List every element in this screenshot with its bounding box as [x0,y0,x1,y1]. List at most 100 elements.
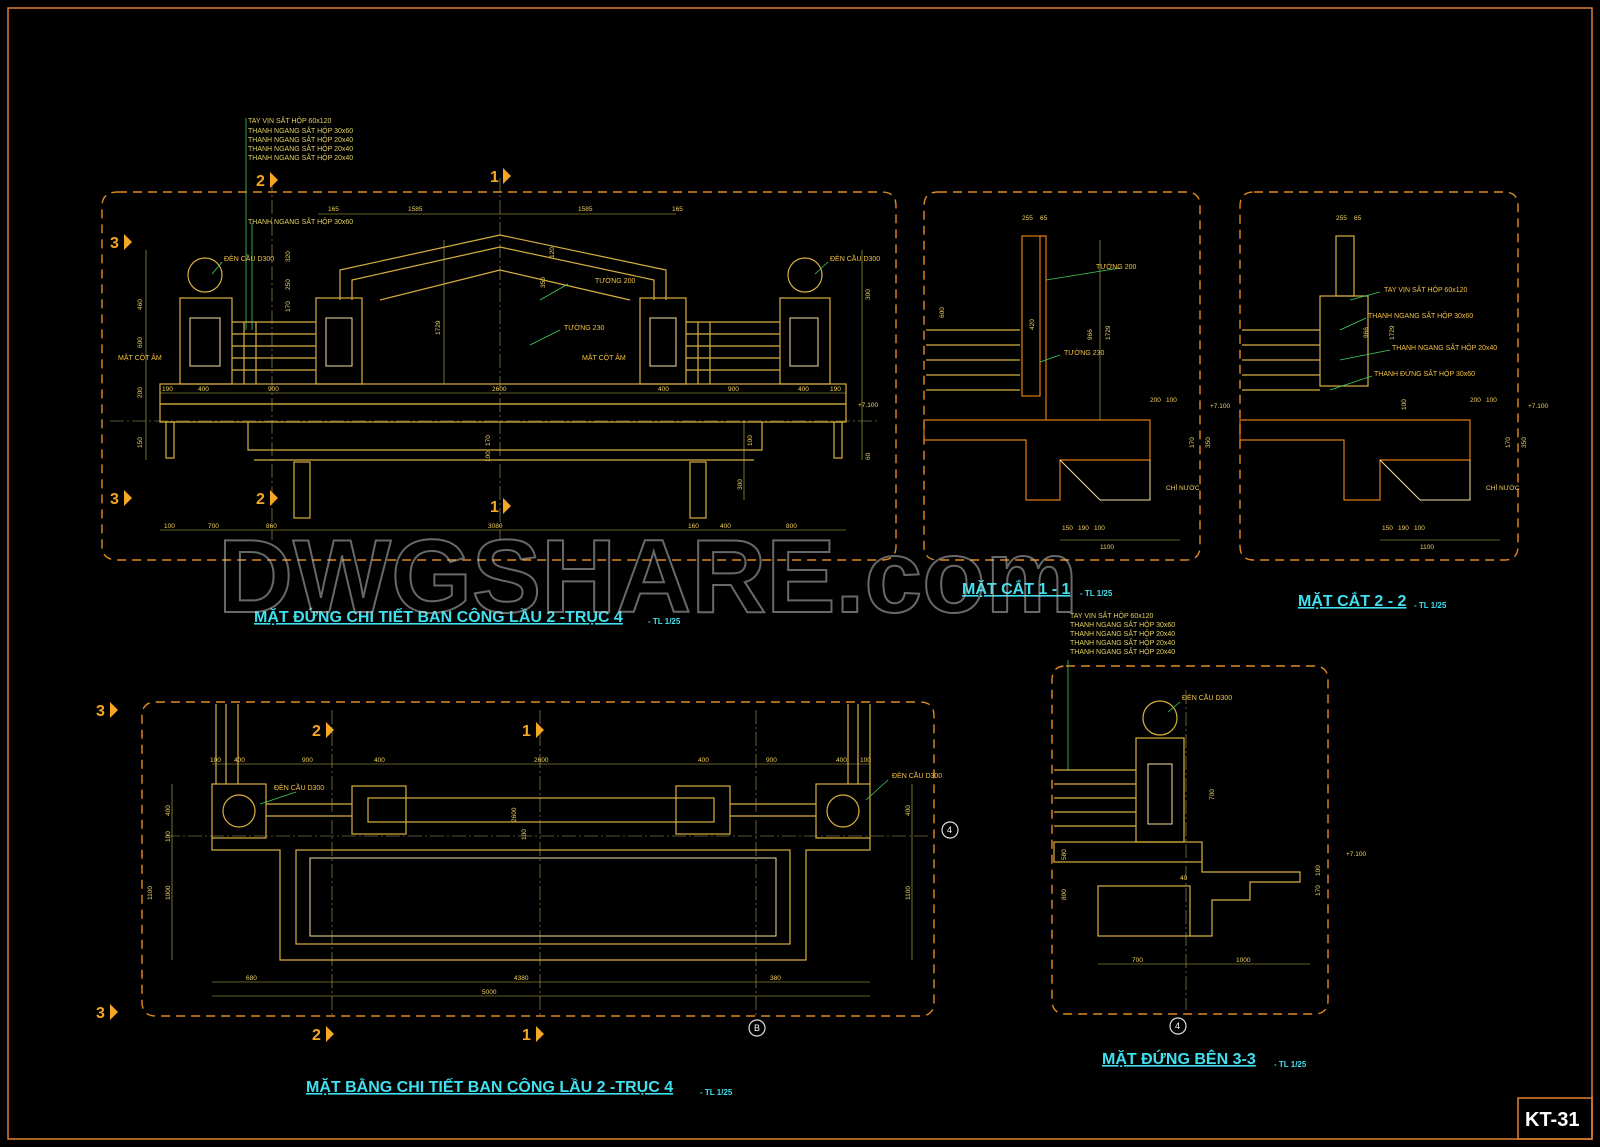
leader-line [1045,267,1121,281]
lamp-sphere [1142,700,1178,736]
view-title: MẶT CẮT 2 - 2 [1298,591,1407,610]
axis-marker: 1 [522,1026,544,1044]
leader-line [865,779,889,801]
post-plan [675,785,731,835]
dim-text: 100 [165,831,172,842]
leader-line [1349,291,1381,301]
dim-text: 900 [302,757,313,764]
dim-text: 40 [1180,875,1188,882]
axis-label: 3 [110,235,119,252]
leader-line [211,261,223,275]
dim-text: 600 [939,307,946,318]
section-1-1-view: TƯỜNG 200 TƯỜNG 230 +7.100 CHỈ NƯỚC 255 … [923,191,1230,598]
dim-text: 580 [1061,849,1068,860]
dim-text: 100 [1315,865,1322,876]
view-title: MẶT CẮT 1 - 1 [962,579,1071,598]
dim-text: 160 [688,523,699,530]
slab-section [923,419,1151,501]
dim-text: 150 [1062,525,1073,532]
dim-text: 170 [1505,437,1512,448]
view-scale: - TL 1/25 [1414,601,1447,610]
dim-text: 1000 [165,885,172,900]
beam-side [1097,885,1191,937]
dim-text: 100 [747,435,754,446]
dim-text: 1729 [1105,325,1112,340]
dim-text: 800 [786,523,797,530]
note-rail: TAY VỊN SẮT HỘP 60x120 [1384,285,1467,294]
dim-text: 400 [905,805,912,816]
dim-text: 966 [1363,327,1370,338]
note-column-right: MẶT CỘT ÂM [582,353,626,362]
dim-text: 320 [285,251,292,262]
axis-flag-icon [503,498,511,514]
slab-inner-plan [295,849,791,945]
axis-flag-icon [536,722,544,738]
axis-label: 1 [490,169,499,186]
axis-marker: 2 [312,1026,334,1044]
leader-line [1167,701,1181,713]
note-lamp-left: ĐÈN CẦU D300 [274,782,324,792]
note-bar: THANH NGANG SẮT HỘP 20x40 [1392,343,1497,352]
note-wall-200: TƯỜNG 200 [1096,262,1136,271]
slab-section [1239,419,1471,501]
axis-flag-icon [270,172,278,188]
dim-text: 190 [1078,525,1089,532]
leader-line [1339,317,1367,331]
axis-flag-icon [124,490,132,506]
post-panel [789,317,819,367]
level-mark: +7.100 [1528,403,1548,410]
axis-label: 2 [312,723,321,740]
dim-text: 400 [198,386,209,393]
column-plan-right [815,783,871,839]
dim-text: 350 [1521,437,1528,448]
note-drip: CHỈ NƯỚC [1486,483,1520,492]
callout-text: THANH NGANG SẮT HỘP 20x40 [248,153,353,162]
dim-text: 100 [1486,397,1497,404]
dim-text: 400 [836,757,847,764]
post-body [1319,295,1369,387]
dim-text: 3080 [488,523,503,530]
railing-section [1242,329,1320,391]
axis-circle-icon [1169,1017,1187,1035]
leader-line [529,329,561,346]
plan-viewport [141,701,935,1017]
dim-text: 900 [728,386,739,393]
axis-label: 3 [96,703,105,720]
level-mark: +7.100 [1346,851,1366,858]
leader-line [1339,349,1391,361]
column-plan-left [211,783,267,839]
callout-text: THANH NGANG SẮT HỘP 20x40 [248,144,353,153]
dim-text: 100 [485,451,492,462]
dim-text: 380 [770,975,781,982]
axis-marker: 3 [96,702,118,720]
note-lamp-right: ĐÈN CẦU D300 [892,770,942,780]
dim-text: 680 [246,975,257,982]
dim-text: 800 [1061,889,1068,900]
dim-text: 200 [1470,397,1481,404]
note-wall-230: TƯỜNG 230 [1064,348,1104,357]
post-right [779,297,831,385]
callout-text: THANH NGANG SẮT HỘP 30x60 [1070,620,1175,629]
dim-text: 255 [1022,215,1033,222]
callout-text: THANH NGANG SẮT HỘP 30x60 [248,217,353,226]
dim-text: 190 [830,386,841,393]
post-top [1335,235,1355,297]
axis-flag-icon [110,1004,118,1020]
axis-flag-icon [110,702,118,718]
level-mark: +7.100 [858,402,878,409]
view-scale: - TL 1/25 [1080,589,1113,598]
dim-text: 170 [485,435,492,446]
dim-text: 2600 [534,757,549,764]
balcony-bracket [247,422,763,451]
railing-section [926,329,1020,391]
dim-text: 700 [1209,789,1216,800]
note-lamp: ĐÈN CẦU D300 [1182,692,1232,702]
gable-inner [351,246,655,300]
view-title: MẶT ĐỨNG BÊN 3-3 [1102,1049,1256,1068]
dim-text: 300 [865,289,872,300]
level-mark: +7.100 [1210,403,1230,410]
dim-text: 400 [798,386,809,393]
dim-text: 1100 [1100,544,1114,551]
note-bar: THANH ĐỨNG SẮT HỘP 30x60 [1374,369,1475,378]
lamp-sphere-right [787,257,823,293]
